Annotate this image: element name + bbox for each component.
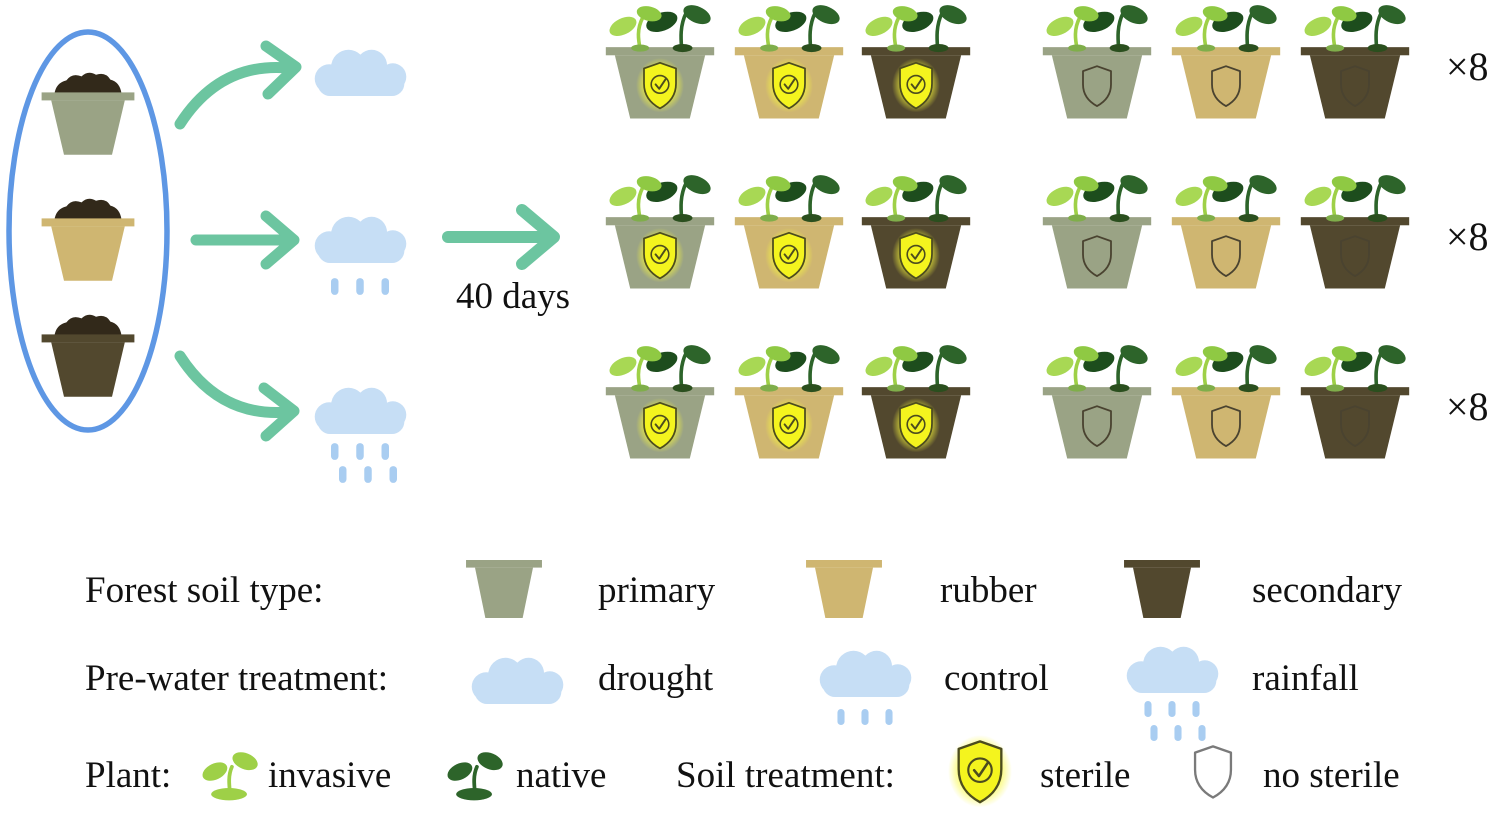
- sterile-shield-icon: [765, 228, 813, 283]
- legend-invasive-plant-icon: [197, 744, 263, 801]
- legend-soil-treatment-label: Soil treatment:: [676, 755, 895, 796]
- arrow-to-drought-icon: [174, 40, 302, 130]
- pot-nosterile-secondary: [1299, 342, 1411, 461]
- experiment-flow-diagram: 40 days ×8: [6, 2, 1489, 483]
- pot-nosterile-rubber: [1170, 342, 1282, 461]
- legend-no-sterile-shield-icon: [1186, 741, 1240, 802]
- pot-nosterile-secondary: [1299, 2, 1411, 121]
- sterile-shield-icon: [636, 58, 684, 113]
- legend-secondary-pot-icon: [1124, 560, 1200, 619]
- arrow-to-rainfall-icon: [174, 350, 300, 442]
- drought-cloud-icon: [314, 49, 407, 97]
- legend-control-label: control: [944, 658, 1049, 699]
- arrow-to-control-icon: [190, 210, 300, 270]
- legend-rainfall-label: rainfall: [1252, 658, 1359, 699]
- legend-pre-water-label: Pre-water treatment:: [85, 658, 389, 699]
- legend-primary-label: primary: [598, 570, 716, 611]
- sterile-shield-icon: [892, 58, 940, 113]
- legend-invasive-label: invasive: [268, 755, 392, 796]
- legend-secondary-label: secondary: [1252, 570, 1402, 611]
- source-pot-rubber-icon: [41, 198, 135, 281]
- control-cloud-icon: [314, 216, 407, 295]
- legend-control-cloud-icon: [819, 650, 912, 725]
- rainfall-cloud-icon: [314, 387, 407, 483]
- pot-sterile-primary: [604, 2, 716, 121]
- sterile-shield-icon: [765, 398, 813, 453]
- legend-native-plant-icon: [442, 744, 508, 801]
- pot-sterile-primary: [604, 342, 716, 461]
- pot-sterile-rubber: [733, 2, 845, 121]
- legend-drought-cloud-icon: [465, 652, 571, 706]
- pot-nosterile-rubber: [1170, 2, 1282, 121]
- sterile-shield-icon: [892, 228, 940, 283]
- pot-sterile-primary: [604, 172, 716, 291]
- source-pot-primary-icon: [41, 72, 135, 155]
- pot-nosterile-primary: [1041, 2, 1153, 121]
- legend-rainfall-cloud-icon: [1126, 646, 1219, 741]
- pot-sterile-secondary: [860, 172, 972, 291]
- legend-soil-type-label: Forest soil type:: [85, 570, 324, 611]
- duration-arrow-icon: [442, 204, 560, 270]
- replicates-row1: ×8: [1446, 44, 1489, 89]
- legend-plant-label: Plant:: [85, 755, 172, 796]
- pot-sterile-rubber: [733, 342, 845, 461]
- pot-nosterile-primary: [1041, 342, 1153, 461]
- legend-rubber-pot-icon: [806, 560, 882, 619]
- legend-primary-pot-icon: [466, 560, 542, 619]
- legend-sterile-label: sterile: [1040, 755, 1131, 796]
- pot-nosterile-primary: [1041, 172, 1153, 291]
- legend-sterile-shield-icon: [948, 735, 1012, 808]
- sterile-shield-icon: [892, 398, 940, 453]
- replicates-row2: ×8: [1446, 214, 1489, 259]
- pot-nosterile-rubber: [1170, 172, 1282, 291]
- sterile-shield-icon: [765, 58, 813, 113]
- sterile-shield-icon: [636, 228, 684, 283]
- duration-label: 40 days: [456, 276, 570, 317]
- legend-no-sterile-label: no sterile: [1263, 755, 1400, 796]
- legend-rubber-label: rubber: [940, 570, 1037, 611]
- replicates-row3: ×8: [1446, 384, 1489, 429]
- soil-group-ellipse: [6, 29, 170, 433]
- pot-sterile-secondary: [860, 2, 972, 121]
- legend-drought-label: drought: [598, 658, 714, 699]
- pot-nosterile-secondary: [1299, 172, 1411, 291]
- pot-sterile-secondary: [860, 342, 972, 461]
- source-pot-secondary-icon: [41, 314, 135, 397]
- legend-native-label: native: [516, 755, 607, 796]
- pot-sterile-rubber: [733, 172, 845, 291]
- sterile-shield-icon: [636, 398, 684, 453]
